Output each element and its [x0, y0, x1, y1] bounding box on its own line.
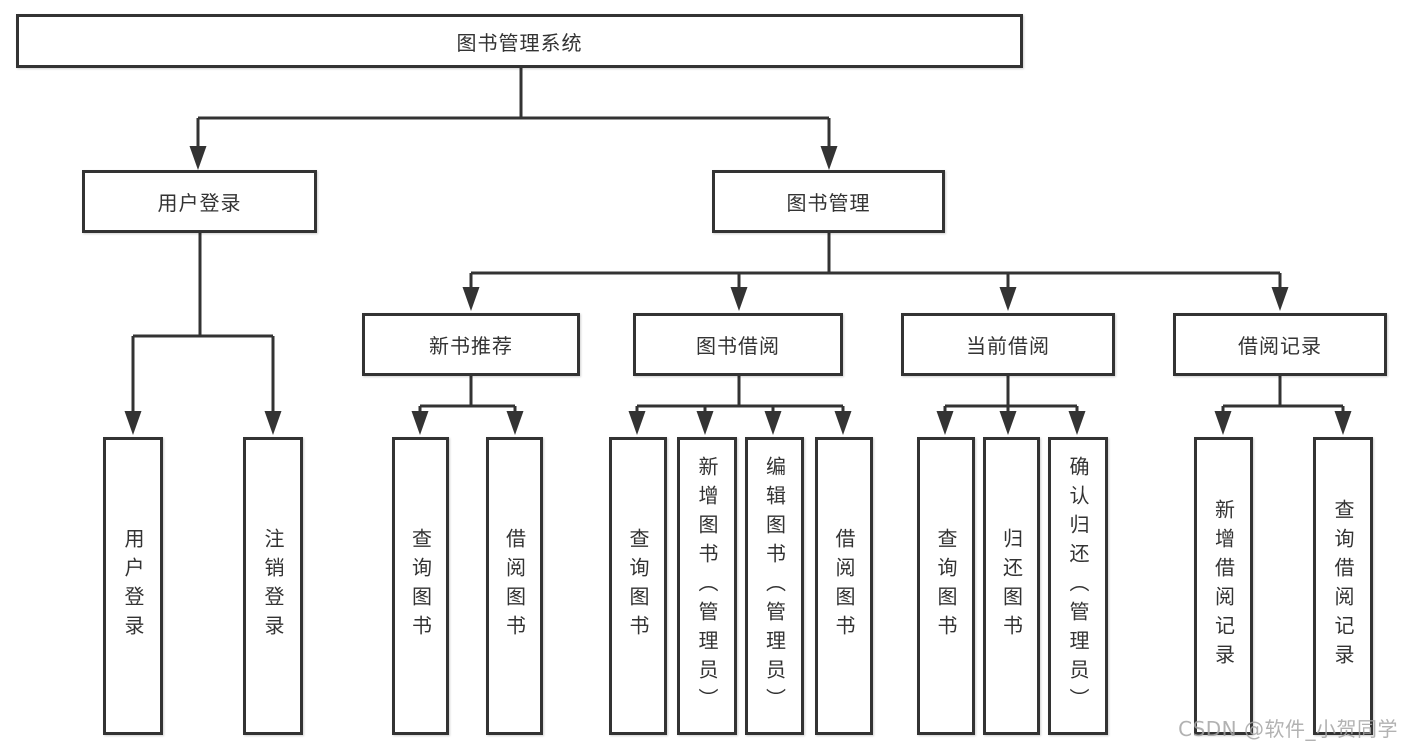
connector-arrowhead	[189, 146, 207, 170]
node-label: 当前借阅	[966, 334, 1050, 358]
leaf-query-book-3: 查询图书	[917, 437, 975, 735]
node-label: 新书推荐	[429, 334, 513, 358]
node-label: 查询图书	[626, 528, 650, 644]
node-label: 借阅记录	[1238, 334, 1322, 358]
connector-arrowhead	[999, 411, 1017, 435]
connector-arrowhead	[820, 146, 838, 170]
node-label: 新增借阅记录	[1211, 499, 1236, 673]
node-label: 借阅图书	[502, 528, 527, 644]
leaf-return-book: 归还图书	[983, 437, 1040, 735]
node-book-management: 图书管理	[712, 170, 945, 233]
node-label: 确认归还（管理员）	[1066, 455, 1090, 717]
node-user-login: 用户登录	[82, 170, 317, 233]
connector-arrowhead	[834, 411, 852, 435]
connector-arrowhead	[696, 411, 714, 435]
connector-arrowhead	[999, 287, 1017, 311]
connector-arrowhead	[264, 411, 282, 435]
node-label: 注销登录	[261, 528, 285, 644]
node-label: 用户登录	[121, 528, 145, 644]
node-borrow-records: 借阅记录	[1173, 313, 1387, 376]
connector-arrowhead	[1334, 411, 1352, 435]
leaf-query-book-1: 查询图书	[392, 437, 449, 735]
node-label: 用户登录	[157, 191, 242, 215]
node-label: 查询图书	[934, 528, 958, 644]
leaf-logout: 注销登录	[243, 437, 303, 735]
node-label: 查询图书	[408, 528, 433, 644]
connector-arrowhead	[124, 411, 142, 435]
node-label: 编辑图书（管理员）	[762, 455, 787, 717]
node-label: 图书借阅	[696, 334, 780, 358]
connector-arrowhead	[411, 411, 429, 435]
csdn-watermark: CSDN @软件_小贺同学	[1178, 717, 1398, 741]
node-label: 图书管理	[786, 191, 871, 215]
connector-arrowhead	[628, 411, 646, 435]
leaf-borrow-book-2: 借阅图书	[815, 437, 873, 735]
connector-arrowhead	[462, 287, 480, 311]
connector-arrowhead	[506, 411, 524, 435]
node-label: 图书管理系统	[456, 30, 583, 55]
node-current-borrow: 当前借阅	[901, 313, 1115, 376]
node-book-borrow: 图书借阅	[633, 313, 843, 376]
node-new-book-recommend: 新书推荐	[362, 313, 580, 376]
leaf-add-borrow-record: 新增借阅记录	[1194, 437, 1253, 735]
connector-arrowhead	[1271, 287, 1289, 311]
node-label: 归还图书	[999, 528, 1024, 644]
leaf-query-book-2: 查询图书	[609, 437, 667, 735]
leaf-borrow-book-1: 借阅图书	[486, 437, 543, 735]
node-label: 借阅图书	[832, 528, 856, 644]
leaf-user-login: 用户登录	[103, 437, 163, 735]
connector-arrowhead	[730, 287, 748, 311]
node-label: 新增图书（管理员）	[695, 455, 719, 717]
connector-arrowhead	[1068, 411, 1086, 435]
connector-arrowhead	[764, 411, 782, 435]
connector-arrowhead	[936, 411, 954, 435]
connector-arrowhead	[1214, 411, 1232, 435]
leaf-confirm-return-admin: 确认归还（管理员）	[1048, 437, 1108, 735]
node-label: 查询借阅记录	[1331, 499, 1355, 673]
node-root-system: 图书管理系统	[16, 14, 1023, 68]
leaf-edit-book-admin: 编辑图书（管理员）	[745, 437, 804, 735]
leaf-add-book-admin: 新增图书（管理员）	[677, 437, 737, 735]
leaf-query-borrow-record: 查询借阅记录	[1313, 437, 1373, 735]
